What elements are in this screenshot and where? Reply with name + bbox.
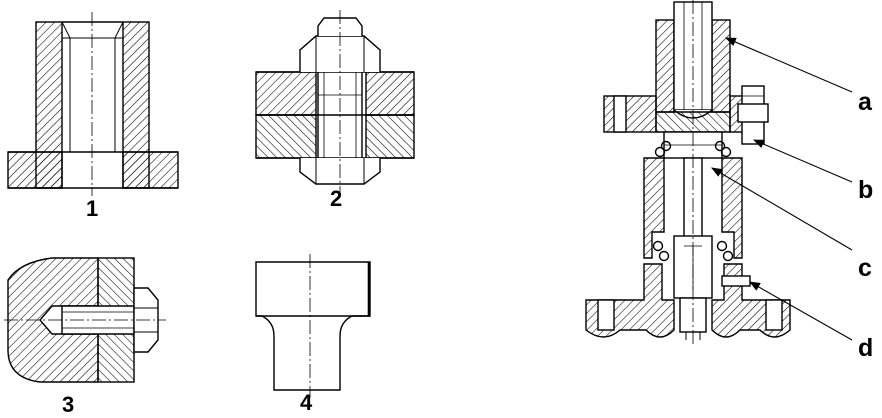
figure-1-bushing-section: [7, 12, 179, 196]
figure-4-stepped-part-view: [255, 254, 371, 398]
callout-label-a: a: [858, 88, 873, 116]
callout-label-c: c: [858, 254, 872, 282]
leader-d: [749, 281, 853, 341]
callout-label-d: d: [858, 334, 873, 362]
callout-label-b: b: [858, 176, 873, 204]
figure-2-bolt-joint-section: [255, 10, 415, 194]
figure-4-label: 4: [300, 390, 313, 415]
callout-leaders: [711, 37, 853, 341]
leader-c: [711, 167, 853, 251]
figure-3-stud-section: [4, 257, 166, 383]
leader-b: [752, 139, 853, 183]
figure-3-label: 3: [62, 392, 74, 417]
leader-a: [724, 37, 853, 93]
figure-2-label: 2: [330, 186, 342, 211]
assembly-section-drawing: [585, 0, 791, 346]
figure-1-label: 1: [86, 196, 98, 221]
